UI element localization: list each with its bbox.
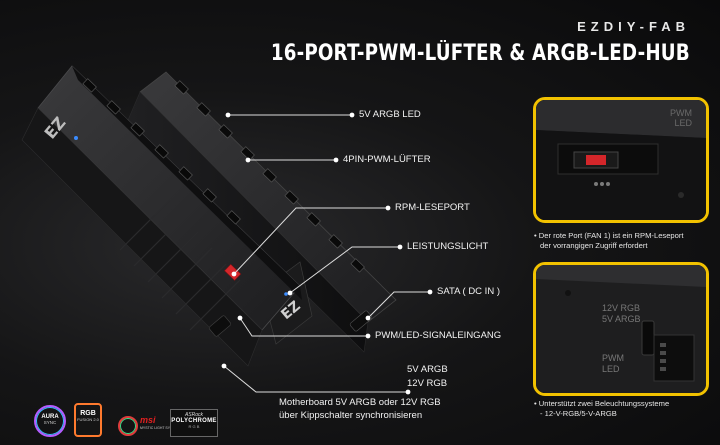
front-port-row (82, 78, 241, 225)
callout-rpm-port: RPM-LESEPORT (395, 202, 470, 213)
status-led (284, 292, 288, 296)
lighting-switch-closeup (536, 265, 706, 393)
asus-aura-sync-logo: AURA SYNC (34, 405, 66, 437)
caption-lighting-line2: - 12-V-RGB/5-V-ARGB (540, 409, 617, 418)
detail-panel-lighting: 12V RGB 5V ARGB PWM LED (533, 262, 709, 396)
panel-bottom-engraving-1: 12V RGB (602, 303, 641, 313)
rear-port-row (174, 80, 365, 273)
msi-mystic-light-logo: msi MYSTIC LIGHT SYNC (118, 413, 175, 437)
asrock-polychrome-logo: ASRock POLYCHROME R G B (170, 409, 218, 437)
caption-rpm-port-line1: • Der rote Port (FAN 1) ist ein RPM-Lese… (534, 231, 684, 240)
page-title: 16-PORT-PWM-LÜFTER & ARGB-LED-HUB (270, 41, 690, 66)
caption-lighting-line1: • Unterstützt zwei Beleuchtungssysteme (534, 399, 670, 408)
callout-pwm-led-input: PWM/LED-SIGNALEINGANG (375, 330, 502, 341)
rpm-port-closeup (536, 100, 706, 220)
callout-switch-line2: über Kippschalter synchronisieren (279, 410, 423, 421)
callout-sata: SATA ( DC IN ) (437, 286, 500, 297)
callout-argb-led: 5V ARGB LED (359, 109, 421, 120)
power-led (74, 136, 78, 140)
panel-top-engraving-1: PWM (670, 108, 692, 118)
front-hub-unit: EZ (21, 65, 373, 367)
callout-dots (221, 112, 433, 395)
callout-pwm-fan: 4PIN-PWM-LÜFTER (343, 154, 431, 165)
callout-switch-line1: Motherboard 5V ARGB oder 12V RGB (279, 397, 441, 408)
panel-bottom-engraving-4: LED (602, 364, 620, 374)
callout-12v-rgb: 12V RGB (407, 378, 448, 389)
caption-rpm-port-line2: der vorrangigen Zugriff erfordert (540, 241, 648, 250)
detail-panel-rpm-port: PWM LED (533, 97, 709, 223)
callout-5v-argb: 5V ARGB (407, 364, 448, 375)
gigabyte-rgb-fusion-logo: RGB FUSION 2.0 (74, 403, 102, 437)
panel-bottom-engraving-2: 5V ARGB (602, 314, 641, 324)
callout-lines (223, 114, 430, 393)
red-port-icon (586, 155, 606, 165)
brand-name: EZDIY-FAB (577, 19, 690, 34)
callout-power-light: LEISTUNGSLICHT (407, 241, 489, 252)
panel-bottom-engraving-3: PWM (602, 353, 624, 363)
panel-top-engraving-2: LED (674, 118, 692, 128)
